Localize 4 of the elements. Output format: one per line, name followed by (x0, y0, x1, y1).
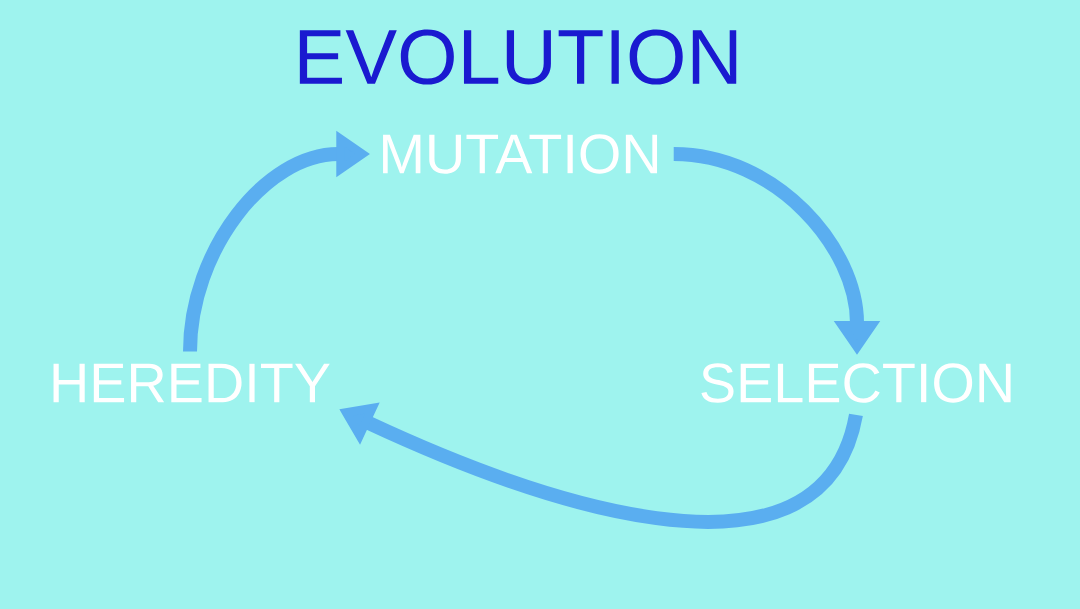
node-label: SELECTION (701, 363, 1011, 403)
title: EVOLUTION (299, 29, 737, 85)
node-label: HEREDITY (53, 363, 330, 403)
node-label: MUTATION (383, 134, 658, 174)
